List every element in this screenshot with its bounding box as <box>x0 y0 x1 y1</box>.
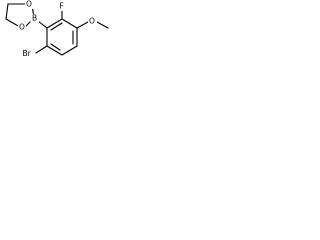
ring-bond-1 <box>46 18 63 29</box>
ring-bond-2 <box>61 18 78 29</box>
bond-b-aryl <box>37 20 48 29</box>
bond-c-br <box>35 45 48 54</box>
benzene-ring <box>46 18 78 56</box>
chemical-structure-diagram: O O B F O Br <box>5 0 109 59</box>
bond-c-c-ring <box>5 3 9 20</box>
ring-double-bond-3 <box>50 43 61 51</box>
atom-methoxy-oxygen: O <box>89 17 95 26</box>
atom-boron: B <box>32 14 37 23</box>
atom-labels: O O B F O Br <box>18 0 97 59</box>
ring-bond-5 <box>46 45 63 56</box>
ring-double-bond-1 <box>50 22 63 31</box>
atom-fluorine: F <box>60 2 64 11</box>
bond-c-o-methoxy <box>76 21 89 29</box>
atom-bromine: Br <box>23 49 32 58</box>
atom-oxygen-top: O <box>26 0 32 9</box>
bond-c-o-bottom <box>5 18 21 28</box>
ring-bond-4 <box>61 45 78 56</box>
atom-oxygen-bottom: O <box>19 23 25 32</box>
bond-o-ch3 <box>96 21 109 29</box>
